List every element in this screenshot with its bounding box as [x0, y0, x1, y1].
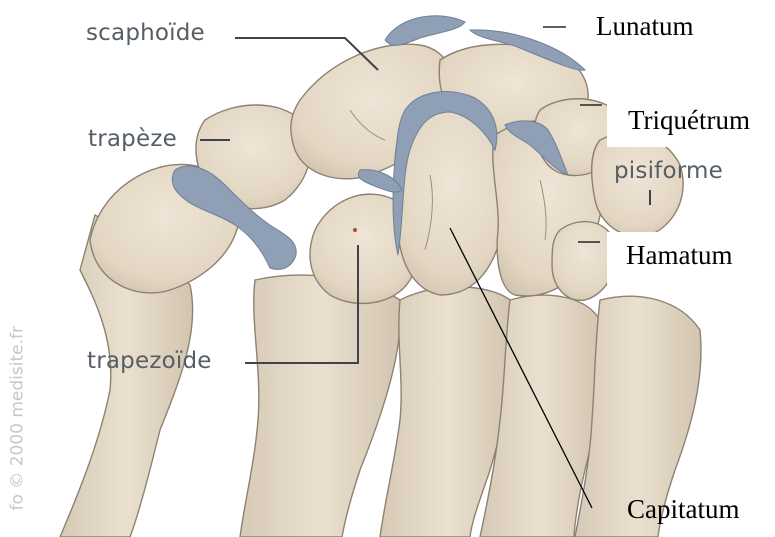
- label-hamatum: Hamatum: [626, 242, 732, 269]
- label-trapezoide: trapezoïde: [87, 350, 212, 373]
- label-pisiforme: pisiforme: [614, 160, 723, 183]
- label-lunatum: Lunatum: [596, 13, 693, 40]
- metacarpal-2: [240, 275, 401, 537]
- label-scaphoide: scaphoïde: [86, 22, 205, 45]
- label-capitatum: Capitatum: [627, 496, 739, 523]
- watermark-text: fo © 2000 medisite.fr: [10, 291, 27, 511]
- label-trapeze: trapèze: [88, 128, 177, 151]
- label-triquetrum: Triquétrum: [628, 107, 750, 134]
- bone-pisiforme: [592, 133, 683, 236]
- cartilage-scaphoid-top: [385, 16, 465, 46]
